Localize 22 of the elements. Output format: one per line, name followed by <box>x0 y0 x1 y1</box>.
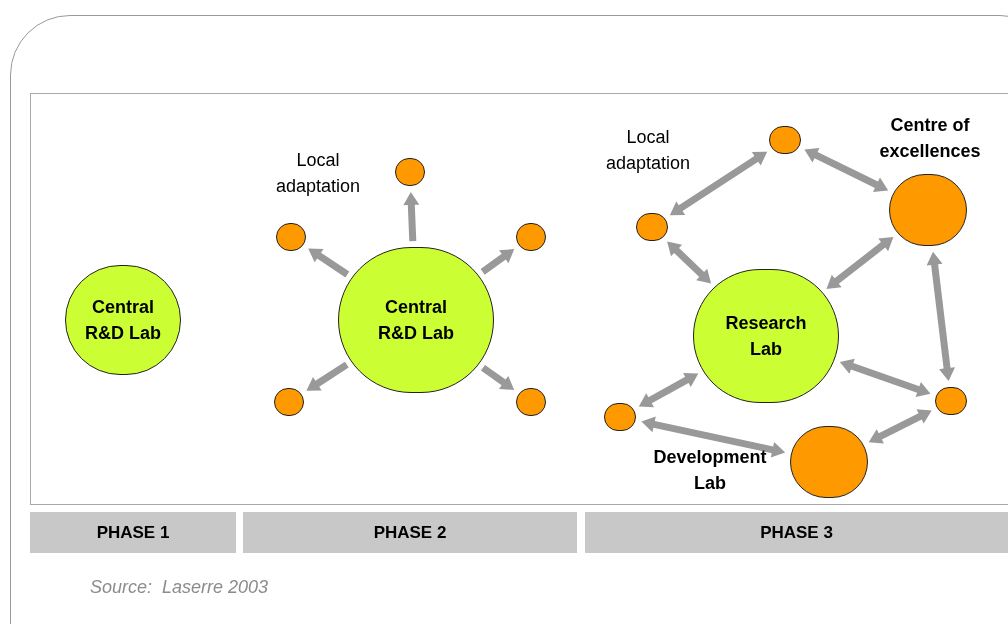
double-arrow <box>669 151 768 216</box>
text-label: Local adaptation <box>604 126 692 175</box>
text-label: Local adaptation <box>274 149 362 198</box>
double-arrow <box>804 148 889 192</box>
phase-bar: PHASE 3 <box>585 512 1008 553</box>
double-arrow <box>667 241 712 284</box>
arrow <box>308 248 350 278</box>
double-arrow <box>868 409 932 444</box>
double-arrow <box>826 236 894 289</box>
double-arrow <box>926 251 955 382</box>
phase-bar: PHASE 1 <box>30 512 236 553</box>
arrow <box>480 364 515 390</box>
node-caption: Development Lab <box>652 446 768 495</box>
double-arrow <box>638 372 699 408</box>
phase-bar: PHASE 2 <box>243 512 577 553</box>
double-arrow <box>839 358 931 397</box>
node-caption: Centre of excellences <box>878 114 982 163</box>
arrow <box>403 192 420 242</box>
double-arrow <box>641 416 786 458</box>
arrow <box>306 361 349 391</box>
source-caption: Source: Laserre 2003 <box>90 576 269 599</box>
arrow <box>480 249 515 275</box>
